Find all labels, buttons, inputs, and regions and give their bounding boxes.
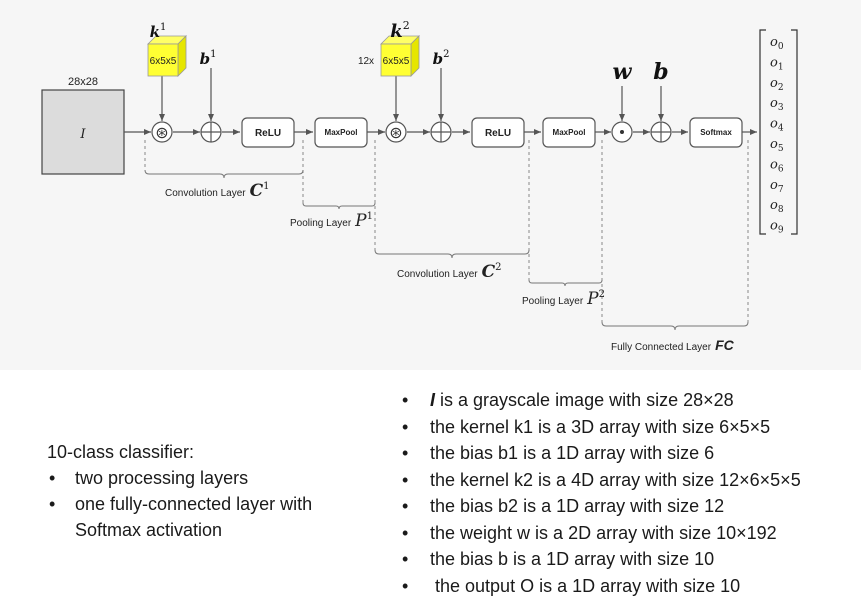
- bias-fc-label: b: [653, 59, 668, 85]
- output-5: o5: [770, 137, 784, 154]
- output-bracket-right: [791, 29, 798, 235]
- maxpool1-label: MaxPool: [325, 128, 358, 137]
- layer-separators: [144, 140, 749, 322]
- kernel1-size: 6x5x5: [150, 56, 177, 67]
- convolution-op-1: ⊛: [151, 121, 173, 143]
- list-item-text: is a grayscale image with size 28×28: [435, 390, 734, 410]
- output-0: o0: [770, 35, 784, 52]
- cnn-diagram-svg: 28x28 I 6x5x5 k1 b1 ⊛: [41, 19, 798, 353]
- output-8: o8: [770, 198, 784, 215]
- output-bracket-left: [759, 29, 766, 235]
- softmax-box: [689, 117, 743, 148]
- relu1-label: ReLU: [255, 128, 281, 139]
- list-item: I is a grayscale image with size 28×28: [402, 387, 801, 414]
- list-item: one fully-connected layer with Softmax a…: [47, 491, 325, 543]
- output-1: o1: [770, 55, 784, 72]
- list-item: the output O is a 1D array with size 10: [402, 573, 801, 600]
- output-4: o4: [770, 117, 784, 134]
- cnn-diagram: 28x28 I 6x5x5 k1 b1 ⊛: [41, 19, 798, 353]
- kernel1-label: k1: [150, 22, 167, 41]
- classifier-list: two processing layers one fully-connecte…: [47, 465, 325, 543]
- input-image: [41, 89, 125, 175]
- variable-descriptions: I is a grayscale image with size 28×28 t…: [402, 387, 801, 599]
- output-9: o9: [770, 219, 784, 236]
- softmax-label: Softmax: [700, 128, 732, 137]
- add-op-1: [200, 121, 222, 143]
- relu2-label: ReLU: [485, 128, 511, 139]
- input-size-label: 28x28: [68, 76, 98, 88]
- input-image-label: I: [79, 127, 86, 142]
- weight-label: w: [613, 59, 633, 85]
- kernel2-size: 6x5x5: [383, 56, 410, 67]
- output-2: o2: [770, 76, 784, 93]
- layer-braces: [144, 169, 749, 331]
- list-item: the bias b is a 1D array with size 10: [402, 546, 801, 573]
- classifier-summary: 10-class classifier: two processing laye…: [47, 439, 325, 543]
- image-symbol: I: [430, 390, 436, 410]
- svg-text:⊛: ⊛: [155, 123, 168, 142]
- relu2-box: [471, 117, 525, 148]
- svg-text:⊛: ⊛: [389, 123, 402, 142]
- kernel2-label: k2: [390, 19, 409, 42]
- list-item: the bias b1 is a 1D array with size 6: [402, 440, 801, 467]
- output-3: o3: [770, 96, 784, 113]
- list-item: the weight w is a 2D array with size 10×…: [402, 520, 801, 547]
- output-6: o6: [770, 157, 784, 174]
- dot-op: [611, 121, 633, 143]
- list-item: the bias b2 is a 1D array with size 12: [402, 493, 801, 520]
- flow-lines: [124, 68, 757, 135]
- classifier-heading: 10-class classifier:: [47, 442, 195, 462]
- add-op-2: [430, 121, 452, 143]
- add-op-3: [650, 121, 672, 143]
- output-vector: o0 o1 o2 o3 o4 o5 o6 o7 o8 o9: [770, 35, 784, 236]
- list-item: two processing layers: [47, 465, 325, 491]
- kernel2-prefix: 12x: [358, 56, 374, 67]
- list-item: the kernel k1 is a 3D array with size 6×…: [402, 414, 801, 441]
- output-7: o7: [770, 178, 784, 195]
- maxpool2-box: [542, 117, 596, 148]
- maxpool2-label: MaxPool: [553, 128, 586, 137]
- maxpool1-box: [314, 117, 368, 148]
- relu1-box: [241, 117, 295, 148]
- variable-list: I is a grayscale image with size 28×28 t…: [402, 387, 801, 599]
- bias1-label: b1: [200, 49, 217, 68]
- kernel2-cube: [380, 35, 420, 77]
- bias2-label: b2: [433, 49, 450, 68]
- notes-area: 10-class classifier: two processing laye…: [0, 370, 861, 613]
- convolution-op-2: ⊛: [385, 121, 407, 143]
- list-item: the kernel k2 is a 4D array with size 12…: [402, 467, 801, 494]
- kernel1-cube: [147, 35, 187, 77]
